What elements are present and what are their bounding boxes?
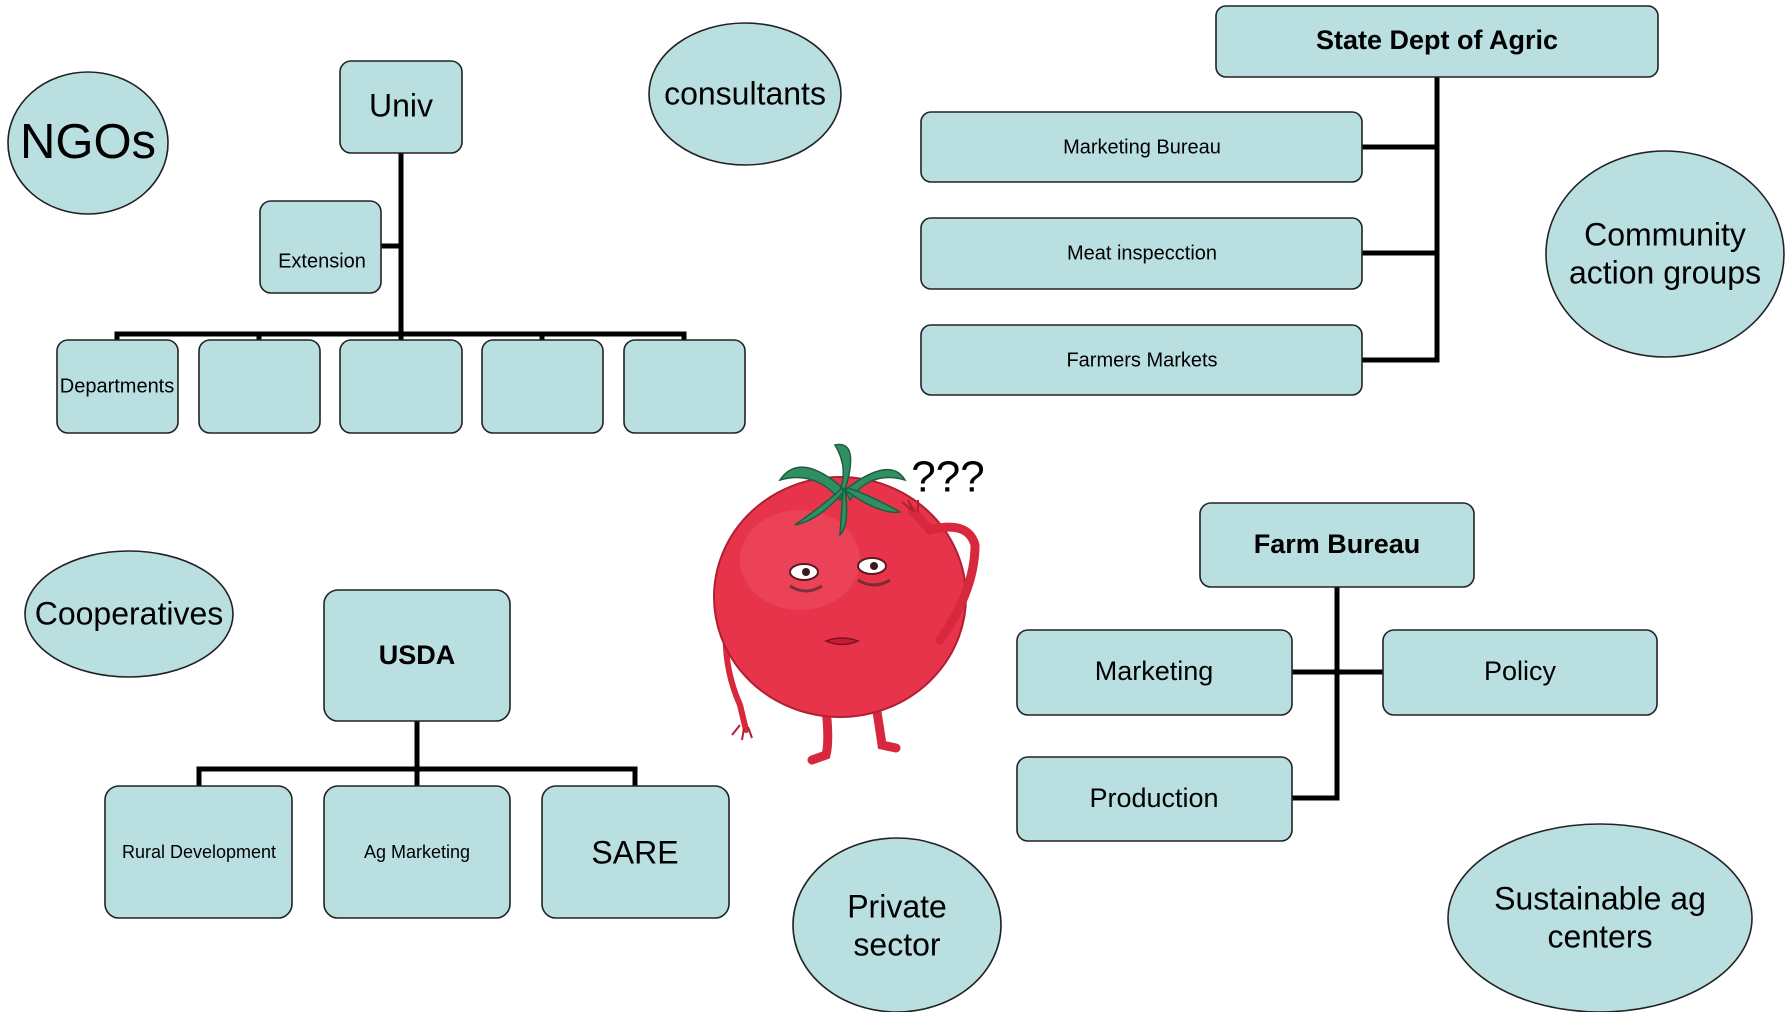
usda-label: USDA xyxy=(379,640,456,670)
farm-bureau-label: Farm Bureau xyxy=(1254,529,1421,559)
private-sector-ellipse: Private sector xyxy=(792,837,1002,1012)
department-node xyxy=(623,339,746,434)
division-label: Policy xyxy=(1484,656,1557,686)
question-marks-label: ??? xyxy=(911,453,984,502)
agency-node: Ag Marketing xyxy=(323,785,511,919)
extension-label: Extension xyxy=(278,250,366,272)
bureau-label: Meat inspecction xyxy=(1067,242,1217,264)
univ-node: Univ xyxy=(339,60,463,154)
private-sector-label-line1: Private xyxy=(847,888,947,924)
department-node: Departments xyxy=(56,339,179,434)
division-node: Policy xyxy=(1382,629,1658,716)
private-sector-label-line2: sector xyxy=(853,926,940,962)
agency-label: SARE xyxy=(591,834,678,870)
university-connectors xyxy=(114,150,687,343)
division-node: Marketing xyxy=(1016,629,1293,716)
cooperatives-label: Cooperatives xyxy=(35,595,224,631)
consultants-label: consultants xyxy=(664,75,826,111)
department-node xyxy=(481,339,604,434)
farm-bureau-node: Farm Bureau xyxy=(1199,502,1475,588)
sustainable-ag-ellipse: Sustainable ag centers xyxy=(1447,823,1753,1012)
division-label: Marketing xyxy=(1095,656,1214,686)
leaves-icon xyxy=(778,443,907,537)
agency-node: SARE xyxy=(541,785,730,919)
agency-label: Rural Development xyxy=(122,842,276,862)
state-dept-label: State Dept of Agric xyxy=(1316,25,1558,55)
bureau-label: Marketing Bureau xyxy=(1063,136,1221,158)
sustainable-ag-label-line2: centers xyxy=(1548,918,1653,954)
department-node xyxy=(339,339,463,434)
sustainable-ag-label-line1: Sustainable ag xyxy=(1494,880,1706,916)
ngos-label: NGOs xyxy=(20,115,156,169)
bureau-node: Marketing Bureau xyxy=(920,111,1363,183)
division-label: Production xyxy=(1089,783,1218,813)
bureau-node: Meat inspecction xyxy=(920,217,1363,290)
ngos-ellipse: NGOs xyxy=(7,71,169,215)
agency-node: Rural Development xyxy=(104,785,293,919)
state-dept-connectors xyxy=(1359,74,1440,363)
consultants-ellipse: consultants xyxy=(648,22,842,166)
community-label-line1: Community xyxy=(1584,216,1746,252)
department-label: Departments xyxy=(60,375,175,397)
cooperatives-ellipse: Cooperatives xyxy=(24,550,234,678)
department-node xyxy=(198,339,321,434)
community-ellipse: Community action groups xyxy=(1545,150,1785,358)
farm-bureau-connectors xyxy=(1289,584,1386,801)
bureau-label: Farmers Markets xyxy=(1066,349,1217,371)
agency-label: Ag Marketing xyxy=(364,842,470,862)
usda-node: USDA xyxy=(323,589,511,722)
state-dept-node: State Dept of Agric xyxy=(1215,5,1659,78)
community-label-line2: action groups xyxy=(1569,254,1761,290)
extension-node: Extension xyxy=(259,200,382,294)
bureau-node: Farmers Markets xyxy=(920,324,1363,396)
usda-connectors xyxy=(196,718,638,789)
face-icon xyxy=(789,557,891,646)
univ-label: Univ xyxy=(369,87,433,123)
division-node: Production xyxy=(1016,756,1293,842)
tomato-illustration: ??? xyxy=(713,443,985,765)
